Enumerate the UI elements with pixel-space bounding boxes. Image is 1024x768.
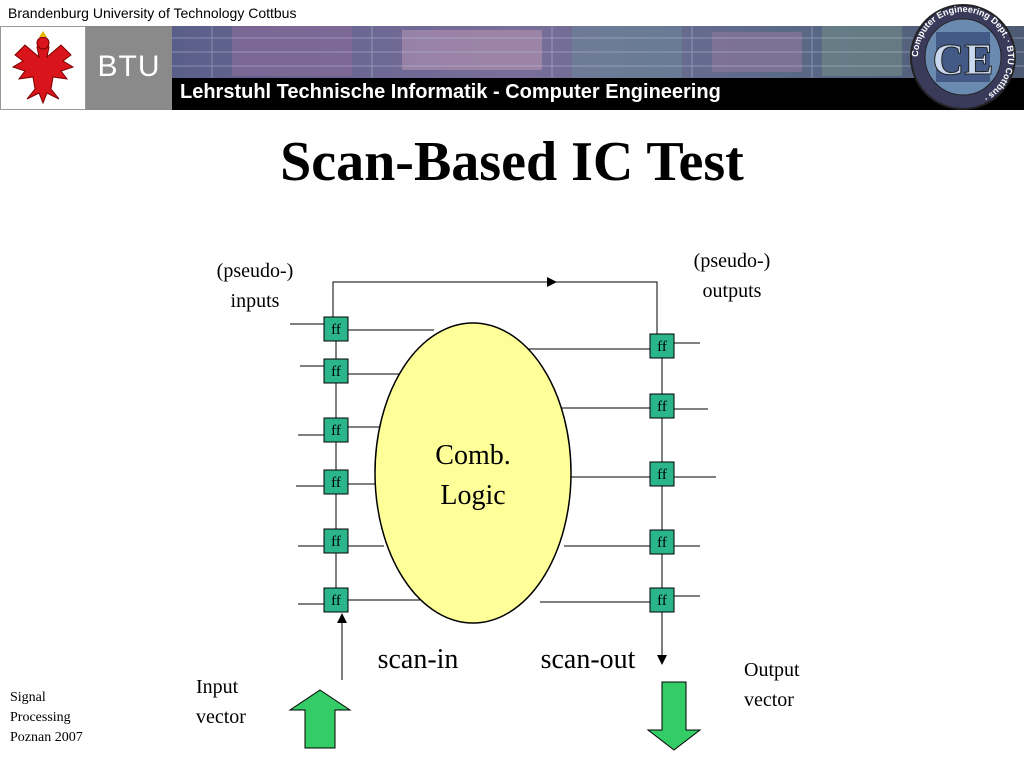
university-name: Brandenburg University of Technology Cot… [8, 5, 297, 21]
flipflop-label: ff [657, 535, 667, 551]
pseudo-inputs-line-1: (pseudo-) [216, 260, 294, 282]
slide-title: Scan-Based IC Test [280, 131, 744, 193]
pseudo-outputs-label: (pseudo-) outputs [672, 246, 792, 306]
ce-logo: Computer Engineering Dept. · BTU Cottbus… [910, 4, 1016, 110]
flipflop [323, 358, 349, 384]
output-vector-arrow-icon [646, 681, 702, 751]
flipflop-label: ff [657, 399, 667, 415]
output-wires [528, 342, 716, 603]
input-vector-arrow-icon [288, 689, 352, 749]
pseudo-outputs-line-2: outputs [702, 280, 762, 302]
flipflop-label: ff [331, 593, 341, 609]
combinational-logic-block [374, 322, 572, 624]
chair-name: Lehrstuhl Technische Informatik - Comput… [180, 81, 721, 103]
footer-line-3: Poznan 2007 [10, 730, 83, 745]
input-vector-label: Input vector [196, 672, 256, 732]
scan-out-label: scan-out [540, 644, 636, 675]
comb-logic-line-2: Logic [440, 480, 506, 511]
footer-line-1: Signal [10, 690, 46, 705]
flipflop [649, 393, 675, 419]
scan-in-label: scan-in [377, 644, 459, 675]
output-vector-line-2: vector [744, 689, 794, 711]
flipflop [323, 587, 349, 613]
flipflop-label: ff [657, 339, 667, 355]
pseudo-outputs-line-1: (pseudo-) [693, 250, 771, 272]
footer-note: Signal Processing Poznan 2007 [10, 688, 83, 748]
input-vector-line-2: vector [196, 706, 246, 728]
flipflop [323, 528, 349, 554]
coat-of-arms-logo [0, 26, 86, 110]
flipflop [323, 469, 349, 495]
flipflop-label: ff [657, 593, 667, 609]
flipflop [323, 316, 349, 342]
right-flipflops: ff ff ff ff ff [649, 333, 675, 613]
flipflop-label: ff [331, 534, 341, 550]
footer-line-2: Processing [10, 710, 71, 725]
output-vector-label: Output vector [744, 655, 834, 715]
flipflop [649, 587, 675, 613]
flipflop-label: ff [331, 322, 341, 338]
comb-logic-line-1: Comb. [435, 440, 511, 471]
flipflop [649, 529, 675, 555]
flipflop [323, 417, 349, 443]
flipflop-label: ff [331, 475, 341, 491]
left-flipflops: ff ff ff ff ff ff [323, 316, 349, 613]
flipflop-label: ff [331, 423, 341, 439]
flipflop-label: ff [657, 467, 667, 483]
comb-logic-label: Comb. Logic [400, 436, 546, 516]
flipflop [649, 461, 675, 487]
flipflop-label: ff [331, 364, 341, 380]
ce-logo-initials: CE [932, 35, 993, 84]
flipflop [649, 333, 675, 359]
banner-image [172, 26, 1024, 110]
btu-logo-background [86, 26, 172, 110]
pseudo-inputs-label: (pseudo-) inputs [195, 256, 315, 316]
input-vector-line-1: Input [196, 676, 239, 698]
btu-logo-text: BTU [97, 50, 161, 83]
pseudo-inputs-line-2: inputs [230, 290, 280, 312]
output-vector-line-1: Output [744, 659, 800, 681]
